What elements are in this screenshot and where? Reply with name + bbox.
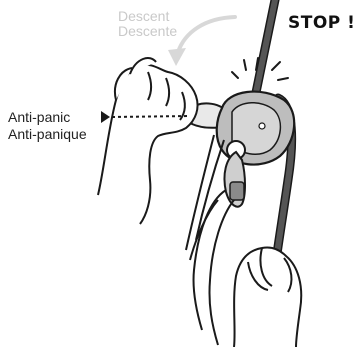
antipanic-label-en: Anti-panic	[8, 110, 70, 124]
left-hand-icon	[98, 58, 198, 224]
belay-device-icon	[217, 92, 294, 165]
descent-label-fr: Descente	[118, 24, 177, 38]
stop-label: STOP !	[288, 15, 355, 32]
descent-arrow-icon	[168, 17, 235, 66]
right-hand-icon	[234, 247, 301, 347]
carabiner-icon	[224, 152, 245, 207]
descent-label-en: Descent	[118, 9, 169, 23]
antipanic-label-fr: Anti-panique	[8, 127, 87, 141]
